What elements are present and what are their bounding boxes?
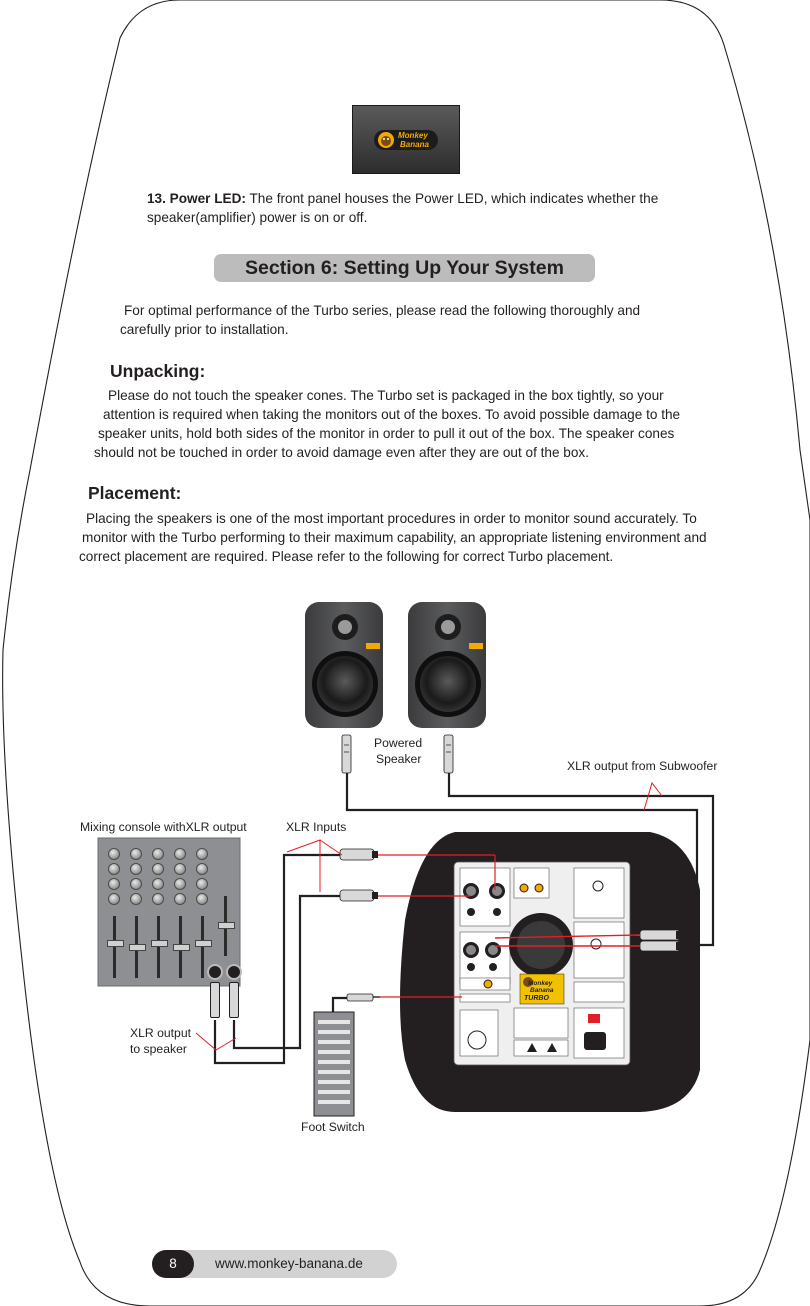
console-fader-cap: [195, 940, 212, 947]
label-speaker: Speaker: [376, 752, 422, 766]
callout-sub-output: [643, 781, 663, 811]
placement-line1: Placing the speakers is one of the most …: [86, 511, 697, 526]
item-13-line1: 13. Power LED: The front panel houses th…: [147, 189, 658, 208]
foot-switch: [313, 1011, 355, 1117]
logo-text-line2: Banana: [400, 140, 429, 149]
item-13-text: The front panel houses the Power LED, wh…: [245, 191, 659, 206]
console-xlr-plug: [229, 982, 239, 1018]
label-xlr-from-sub: XLR output from Subwoofer: [567, 759, 718, 773]
callout-xlr-to-speaker: [195, 1032, 237, 1051]
label-xlr-output: XLR output: [130, 1026, 191, 1040]
monkey-face-icon: [378, 132, 394, 148]
power-led-image: Monkey Banana: [352, 105, 460, 174]
subwoofer: [400, 832, 700, 1112]
console-master-fader-cap: [218, 922, 235, 929]
unpacking-line2: attention is required when taking the mo…: [103, 407, 681, 422]
xlr-input-plug-bottom: [339, 889, 378, 902]
section-title: Section 6: Setting Up Your System: [214, 254, 595, 282]
console-knob: [130, 848, 142, 860]
console-knob: [174, 878, 186, 890]
logo-text-line1: Monkey: [398, 131, 428, 140]
powered-speaker-left: [305, 602, 383, 728]
console-controls: [98, 838, 242, 1018]
console-knob: [108, 863, 120, 875]
label-foot-switch: Foot Switch: [301, 1120, 365, 1134]
item-13-line2: speaker(amplifier) power is on or off.: [147, 210, 368, 225]
console-fader-track: [201, 916, 204, 978]
sub-logo-line2: Banana: [530, 987, 554, 994]
console-xlr-output-jack: [207, 964, 223, 980]
console-knob: [152, 863, 164, 875]
label-powered: Powered: [374, 736, 423, 750]
console-knob: [130, 878, 142, 890]
label-mixing-console: Mixing console withXLR output: [80, 820, 247, 834]
sub-logo-line1: Monkey: [528, 980, 553, 987]
console-knob: [196, 863, 208, 875]
console-knob: [174, 863, 186, 875]
xlr-input-plug-top: [339, 848, 378, 861]
console-knob: [152, 848, 164, 860]
xlr-plug-left: [341, 734, 352, 774]
foot-switch-plug: [346, 993, 380, 1002]
xlr-plug-right: [443, 734, 454, 774]
console-xlr-output-jack: [226, 964, 242, 980]
sub-output-plugs: [639, 929, 686, 952]
mixing-console: [97, 837, 241, 987]
page-number: 8: [152, 1250, 194, 1278]
powered-speaker-right: [408, 602, 486, 728]
unpacking-line3: speaker units, hold both sides of the mo…: [98, 426, 675, 441]
intro-line1: For optimal performance of the Turbo ser…: [124, 303, 641, 318]
footer-url: www.monkey-banana.de: [215, 1256, 363, 1271]
console-fader-cap: [107, 940, 124, 947]
monkey-banana-logo: Monkey Banana: [374, 130, 438, 150]
console-knob: [196, 878, 208, 890]
console-knob: [196, 893, 208, 905]
console-fader-cap: [151, 940, 168, 947]
console-knob: [196, 848, 208, 860]
sub-model-label: TURBO: [524, 995, 549, 1002]
console-xlr-plug: [210, 982, 220, 1018]
console-fader-cap: [129, 944, 146, 951]
unpacking-line4: should not be touched in order to avoid …: [94, 445, 589, 460]
placement-line2: monitor with the Turbo performing to the…: [82, 530, 707, 545]
callout-xlr-inputs: [286, 839, 321, 892]
intro-line2: carefully prior to installation.: [120, 322, 289, 337]
console-knob: [130, 863, 142, 875]
placement-line3: correct placement are required. Please r…: [79, 549, 614, 564]
console-fader-cap: [173, 944, 190, 951]
console-knob: [174, 893, 186, 905]
console-knob: [152, 878, 164, 890]
console-fader-track: [113, 916, 116, 978]
console-knob: [108, 878, 120, 890]
console-knob: [130, 893, 142, 905]
console-knob: [174, 848, 186, 860]
item-13-lead: 13. Power LED:: [147, 191, 246, 206]
console-knob: [108, 893, 120, 905]
label-to-speaker: to speaker: [130, 1042, 187, 1056]
placement-heading: Placement:: [88, 483, 182, 503]
unpacking-heading: Unpacking:: [110, 361, 206, 381]
console-knob: [152, 893, 164, 905]
console-fader-track: [157, 916, 160, 978]
label-xlr-inputs: XLR Inputs: [286, 820, 347, 834]
unpacking-line1: Please do not touch the speaker cones. T…: [108, 388, 664, 403]
console-knob: [108, 848, 120, 860]
